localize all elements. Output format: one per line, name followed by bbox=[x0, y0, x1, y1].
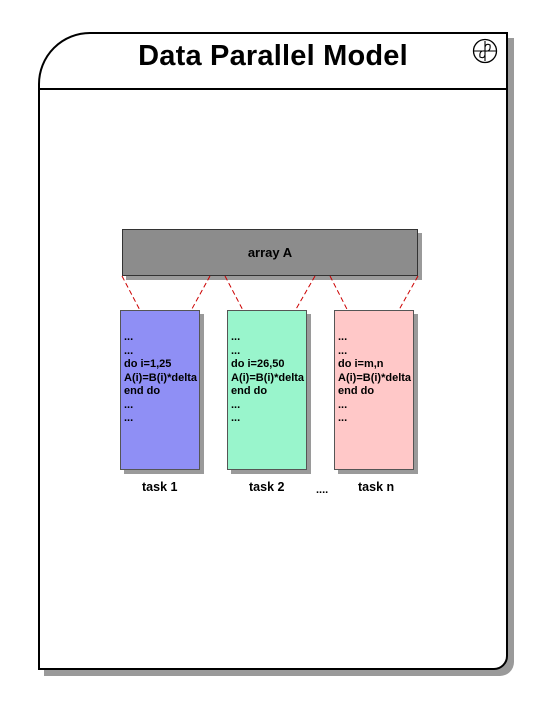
task-code-line: end do bbox=[124, 385, 161, 397]
task-code-line: end do bbox=[338, 385, 375, 397]
task-code-line: ... bbox=[124, 331, 134, 343]
task-code-line: ... bbox=[231, 398, 241, 411]
title-divider bbox=[38, 88, 508, 90]
task-box-1: ... ... do i=1,25 A(i)=B(i)*delta end do… bbox=[120, 310, 200, 470]
task-code-line: do i=1,25 bbox=[124, 358, 172, 370]
task-code-line: A(i)=B(i)*delta bbox=[338, 371, 412, 384]
task-label-1: task 1 bbox=[142, 480, 178, 494]
ellipsis-separator: .... bbox=[316, 484, 329, 496]
task-code-line: ... bbox=[231, 344, 241, 357]
task-code-line: ... bbox=[124, 398, 134, 411]
task-label-n: task n bbox=[358, 480, 395, 494]
task-code-line: ... bbox=[338, 398, 348, 411]
task-code-line: ... bbox=[338, 412, 348, 424]
task-code-line: ... bbox=[338, 331, 348, 343]
array-label: array A bbox=[247, 245, 293, 260]
task-code-line: do i=26,50 bbox=[231, 358, 285, 370]
logo-icon bbox=[472, 38, 498, 64]
task-code-line: ... bbox=[338, 344, 348, 357]
task-code-line: ... bbox=[124, 344, 134, 357]
task-code-line: ... bbox=[231, 412, 241, 424]
array-box: array A bbox=[122, 229, 418, 276]
task-code-line: end do bbox=[231, 385, 268, 397]
task-code-line: ... bbox=[124, 412, 134, 424]
task-code-line: do i=m,n bbox=[338, 358, 384, 370]
task-code-line: A(i)=B(i)*delta bbox=[124, 371, 198, 384]
task-box-n: ... ... do i=m,n A(i)=B(i)*delta end do … bbox=[334, 310, 414, 470]
task-code-line: ... bbox=[231, 331, 241, 343]
task-code-line: A(i)=B(i)*delta bbox=[231, 371, 305, 384]
task-label-2: task 2 bbox=[249, 480, 285, 494]
slide-title: Data Parallel Model bbox=[138, 40, 408, 72]
task-box-2: ... ... do i=26,50 A(i)=B(i)*delta end d… bbox=[227, 310, 307, 470]
